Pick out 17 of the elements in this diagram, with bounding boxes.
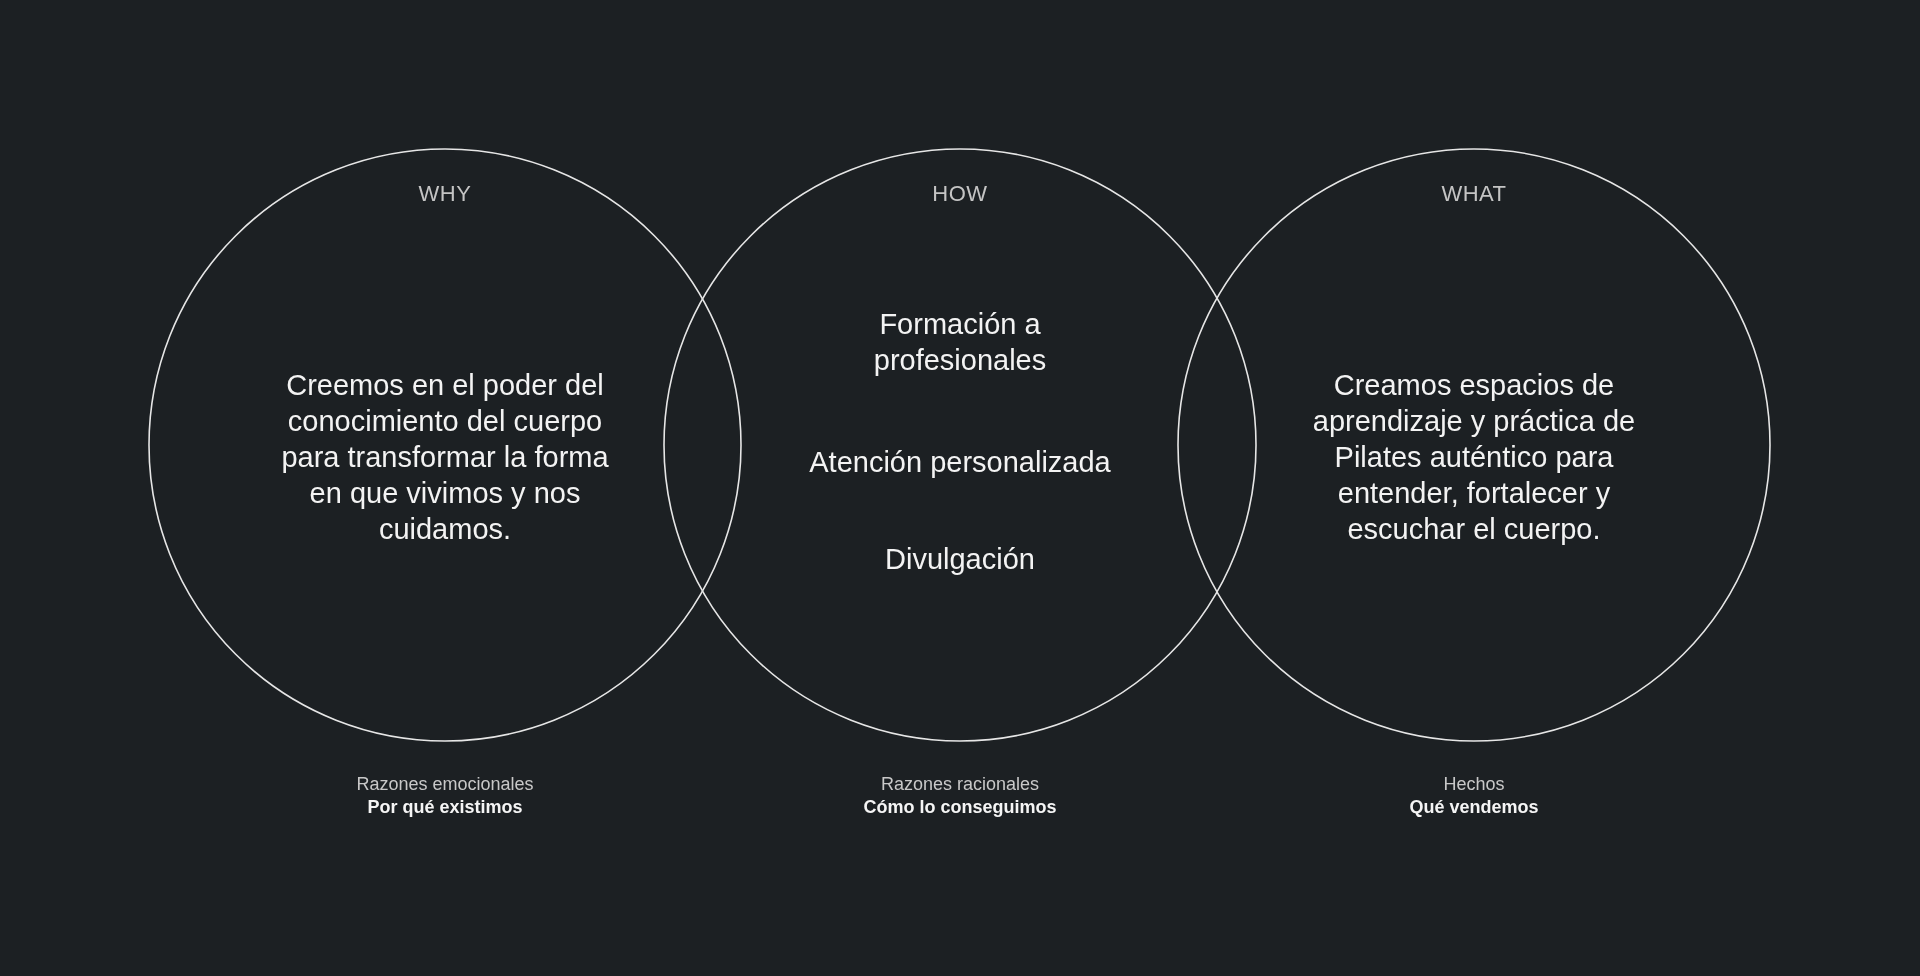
caption-text: Hechos [1443, 773, 1505, 795]
caption-text: Razones emocionales [356, 773, 534, 795]
statement-text: Creamos espacios de aprendizaje y práctica de Pilates auténtico para entender, fortalecer y escuchar el cuerpo. [1311, 368, 1637, 547]
caption-text: Razones racionales [880, 773, 1040, 795]
venn-circle [663, 148, 1257, 742]
item-text: Formación a profesionales [872, 307, 1048, 378]
venn-circle [148, 148, 742, 742]
circle-heading: WHY [417, 181, 473, 207]
venn-circle [1177, 148, 1771, 742]
item-text: Atención personalizada [808, 445, 1112, 480]
circle-heading: HOW [931, 181, 989, 207]
subcaption-text: Cómo lo conseguimos [863, 796, 1057, 818]
subcaption-text: Por qué existimos [367, 796, 523, 818]
subcaption-text: Qué vendemos [1409, 796, 1539, 818]
statement-text: Creemos en el poder del conocimiento del cuerpo para transformar la forma en que vivimos y nos cuidamos. [280, 368, 610, 547]
item-text: Divulgación [884, 542, 1036, 577]
circle-heading: WHAT [1440, 181, 1508, 207]
